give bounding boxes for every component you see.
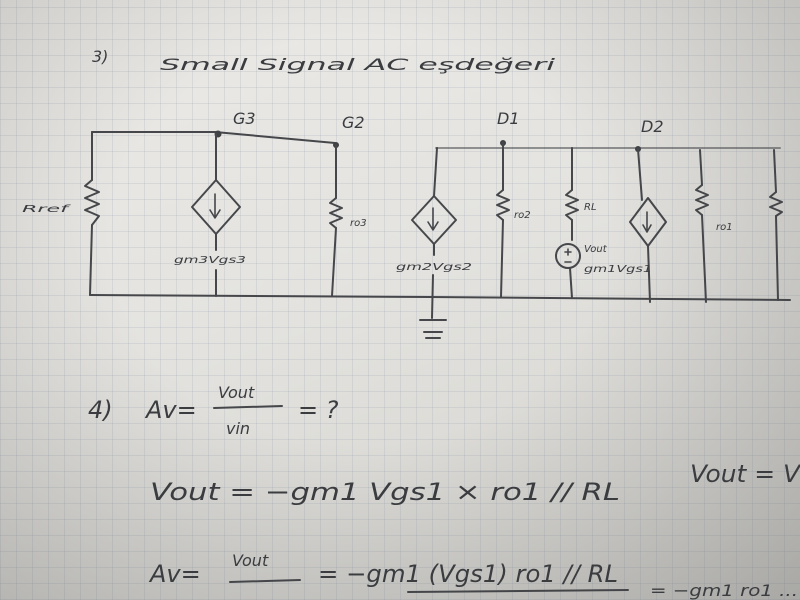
gm2-dependent-source <box>411 195 457 245</box>
label-ro3: ro3 <box>350 218 367 229</box>
gm1-arrow-icon <box>642 211 652 233</box>
gm2-arrow-icon <box>427 207 439 231</box>
label-gm1vgs1: gm1Vgs1 <box>584 264 652 275</box>
av-numerator: Vout <box>218 383 255 402</box>
edge-resistor <box>769 191 783 217</box>
ro1-resistor <box>695 184 709 216</box>
label-ro2: ro2 <box>514 210 531 221</box>
gm3-arrow-icon <box>209 193 221 219</box>
av-prefix-2: Av= <box>148 560 201 588</box>
fraction-bar-1 <box>213 405 283 409</box>
gm1-dependent-source <box>629 197 667 247</box>
label-d2: D2 <box>641 117 664 136</box>
vout-equation-right: Vout = V <box>690 460 800 488</box>
label-ro1: ro1 <box>716 222 733 233</box>
vout-equation: Vout = −gm1 Vgs1 × ro1 // RL <box>150 478 620 506</box>
fraction-bar-2 <box>229 579 301 583</box>
label-g2: G2 <box>342 113 365 132</box>
av-numerator-2: Vout <box>232 551 269 570</box>
av-prefix: Av= <box>144 396 197 424</box>
label-g3: G3 <box>233 109 256 128</box>
fraction-bar-3 <box>407 589 629 593</box>
ro3-resistor <box>329 197 343 229</box>
rref-resistor <box>84 179 100 226</box>
label-rl: RL <box>584 202 597 213</box>
section4-number: 4) <box>88 396 113 424</box>
label-d1: D1 <box>497 109 520 128</box>
label-rref: Rref <box>22 204 71 215</box>
ground-icon <box>419 319 447 339</box>
label-gm3vgs3: gm3Vgs3 <box>174 255 246 266</box>
av-equation-right: = −gm1 ro1 ... <box>650 581 798 600</box>
av-denominator: vin <box>226 419 250 438</box>
top-wire-g3-g2 <box>91 131 336 144</box>
av-question: = ? <box>298 396 339 424</box>
label-gm2vgs2: gm2Vgs2 <box>396 262 472 273</box>
label-vout-source: Vout <box>584 244 608 255</box>
section3-number: 3) <box>92 47 108 66</box>
section3-title: Small Signal AC eşdeğeri <box>160 55 556 74</box>
bottom-rail <box>89 294 791 301</box>
vout-source-icon <box>555 243 581 269</box>
circuit-schematic <box>84 130 791 339</box>
ro2-resistor <box>496 189 510 221</box>
av-equation-2: = −gm1 (Vgs1) ro1 // RL <box>318 560 618 588</box>
gm3-dependent-source <box>191 179 241 235</box>
rl-resistor <box>565 189 579 221</box>
